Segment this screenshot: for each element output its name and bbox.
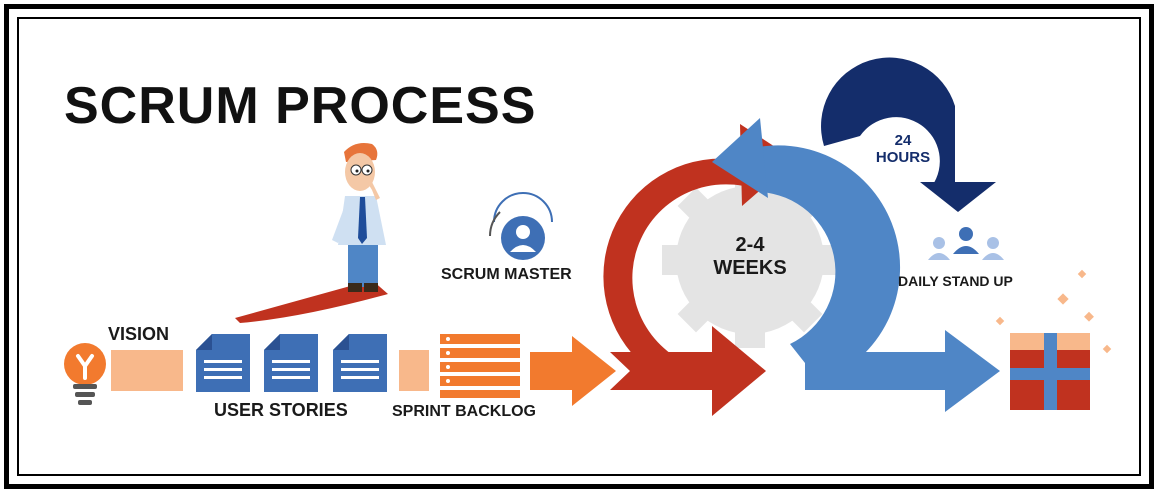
lightbulb-icon bbox=[64, 343, 106, 405]
standup-period-unit: HOURS bbox=[875, 149, 931, 166]
backlog-list-icon bbox=[440, 334, 520, 398]
sprint-duration-unit: WEEKS bbox=[713, 257, 787, 279]
daily-cycle-arrow bbox=[821, 57, 996, 212]
diagram-frame bbox=[4, 4, 1154, 489]
gift-box-icon bbox=[1010, 333, 1090, 410]
backlog-connector bbox=[399, 350, 429, 391]
sprint-cycle-blue-arrow bbox=[712, 118, 1000, 412]
vision-label: VISION bbox=[108, 324, 170, 344]
team-icon bbox=[928, 227, 1004, 260]
sparkle-decoration bbox=[995, 269, 1112, 354]
vision-connector bbox=[111, 350, 183, 391]
backlog-arrow bbox=[530, 336, 616, 406]
daily-standup-label: DAILY STAND UP bbox=[898, 273, 1013, 289]
document-icon bbox=[333, 334, 387, 392]
user-stories-label: USER STORIES bbox=[214, 400, 348, 420]
document-icon bbox=[196, 334, 250, 392]
page-title: SCRUM PROCESS bbox=[64, 77, 537, 135]
diagram-inner-border bbox=[17, 17, 1141, 476]
document-icon bbox=[264, 334, 318, 392]
standup-period-value: 24 bbox=[894, 132, 912, 149]
person-illustration bbox=[332, 143, 386, 292]
sprint-duration-value: 2-4 bbox=[735, 234, 765, 256]
sprint-backlog-label: SPRINT BACKLOG bbox=[392, 403, 536, 420]
scrum-master-label: SCRUM MASTER bbox=[441, 266, 572, 283]
scrum-master-avatar-icon bbox=[489, 192, 553, 260]
